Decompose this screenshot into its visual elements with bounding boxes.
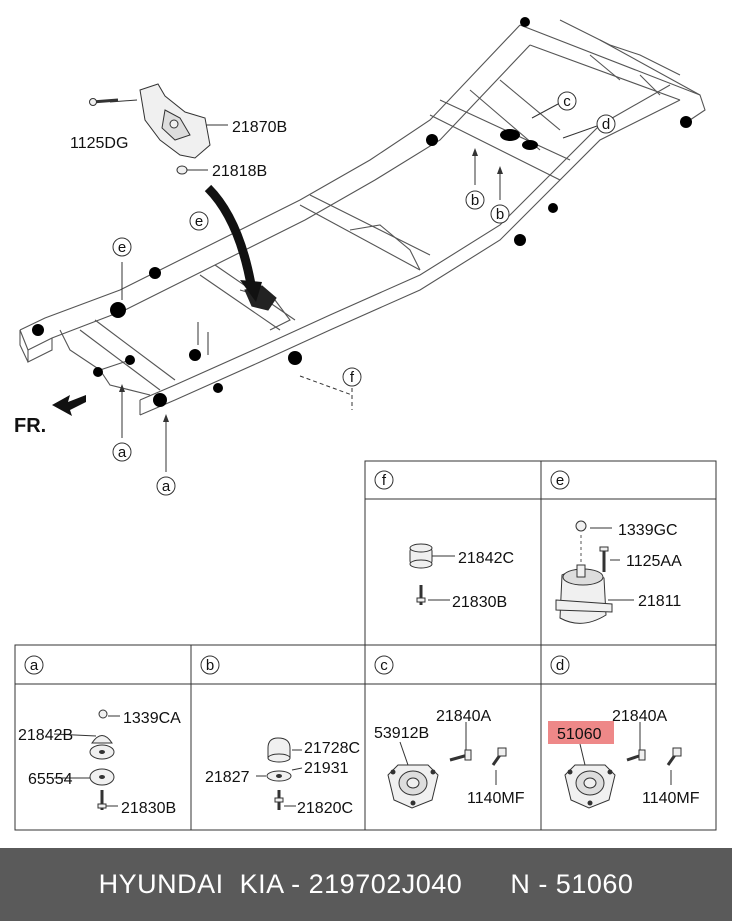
cell-b-parts xyxy=(256,737,303,810)
label-21842c: 21842C xyxy=(458,550,514,567)
header-circles xyxy=(24,470,570,675)
label-1140mf: 1140MF xyxy=(642,790,700,807)
chassis-frame xyxy=(19,17,706,416)
label-21870b: 21870B xyxy=(232,119,287,136)
callout-e: e xyxy=(195,213,203,230)
label-21827: 21827 xyxy=(205,769,250,786)
cell-a-parts xyxy=(53,709,120,810)
label-21931: 21931 xyxy=(304,760,349,777)
footer-bar: HYUNDAI KIA - 219702J040 N - 51060 xyxy=(0,848,732,921)
label-21830b: 21830B xyxy=(452,594,507,611)
highlight-box xyxy=(548,721,614,744)
header-c: c xyxy=(380,657,388,674)
cell-f-parts xyxy=(409,543,455,605)
label-21842b: 21842B xyxy=(18,727,73,744)
label-21840a: 21840A xyxy=(612,708,667,725)
parts-diagram: FR. 1125DG 21870B 21818B e e a a b b c d… xyxy=(14,17,717,831)
header-a: a xyxy=(30,657,39,674)
label-21728c: 21728C xyxy=(304,740,360,757)
label-21811: 21811 xyxy=(638,593,681,610)
pointer-arrow-head xyxy=(240,280,262,302)
bracket-assembly xyxy=(89,83,211,175)
label-1140mf: 1140MF xyxy=(467,790,525,807)
cell-c-parts xyxy=(387,722,507,809)
label-1339gc: 1339GC xyxy=(618,522,678,539)
callout-e: e xyxy=(118,239,126,256)
callout-c: c xyxy=(563,93,571,110)
header-f: f xyxy=(382,472,387,489)
cell-d-parts xyxy=(564,722,682,809)
label-21830b: 21830B xyxy=(121,800,176,817)
callout-d: d xyxy=(602,116,610,133)
footer-oem-ref: N - 51060 xyxy=(510,869,634,899)
header-e: e xyxy=(556,472,564,489)
fr-arrow-icon xyxy=(52,395,86,416)
fr-label: FR. xyxy=(14,415,46,437)
callout-b: b xyxy=(496,206,504,223)
label-1125aa: 1125AA xyxy=(626,553,682,570)
label-21818b: 21818B xyxy=(212,163,267,180)
parts-table xyxy=(14,460,717,831)
header-b: b xyxy=(206,657,214,674)
callout-circles xyxy=(112,91,616,496)
label-65554: 65554 xyxy=(28,771,73,788)
label-51060: 51060 xyxy=(557,726,602,743)
header-d: d xyxy=(556,657,564,674)
label-1339ca: 1339CA xyxy=(123,710,181,727)
footer-part-number: HYUNDAI KIA - 219702J040 xyxy=(98,869,463,899)
callout-a: a xyxy=(162,478,171,495)
pointer-arrow xyxy=(204,184,257,291)
leader-lines xyxy=(109,99,598,472)
callout-a: a xyxy=(118,444,127,461)
callout-f: f xyxy=(350,369,355,386)
label-21840a: 21840A xyxy=(436,708,491,725)
label-1125dg: 1125DG xyxy=(70,135,128,152)
label-53912b: 53912B xyxy=(374,725,429,742)
cell-e-parts xyxy=(555,520,634,624)
callout-b: b xyxy=(471,192,479,209)
label-21820c: 21820C xyxy=(297,800,353,817)
